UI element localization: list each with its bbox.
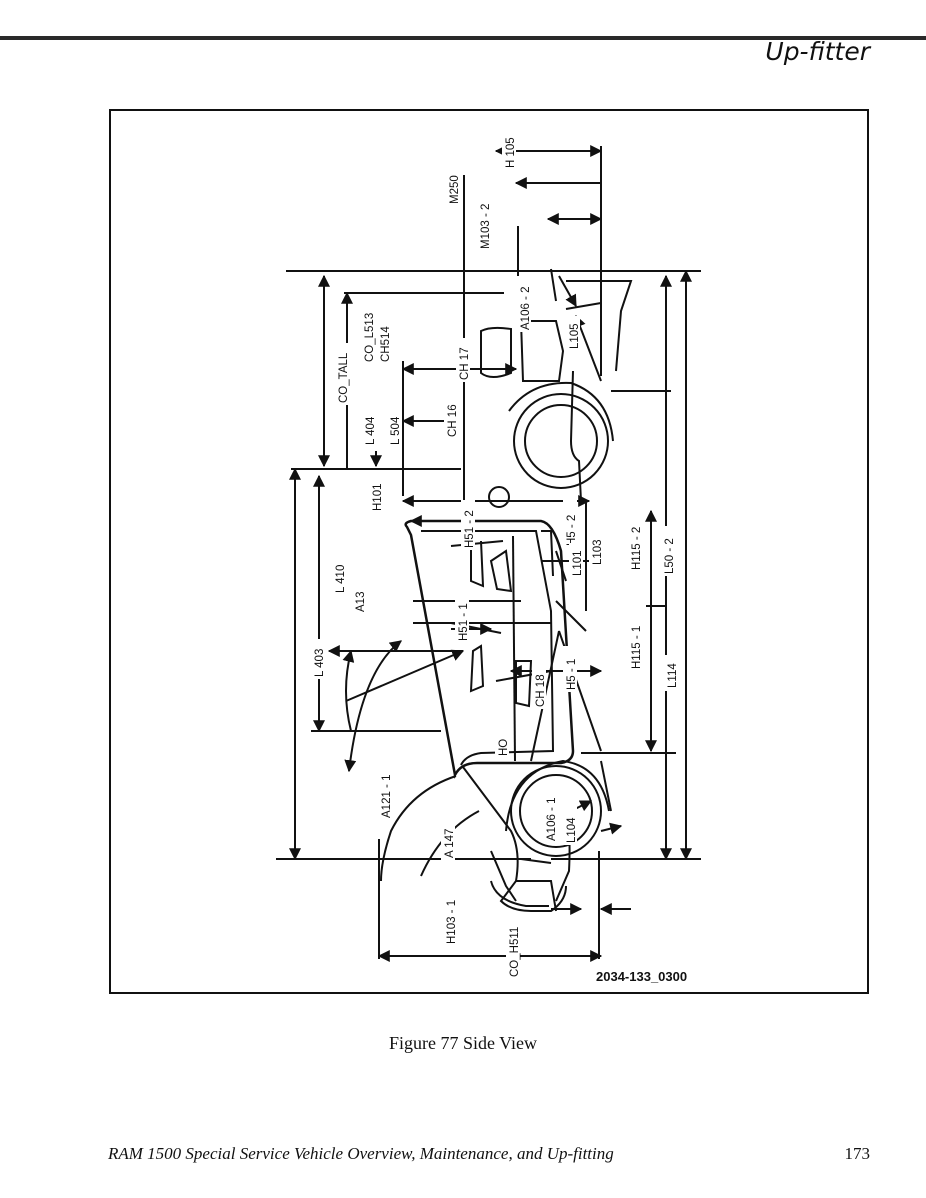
- label-l101: L101: [572, 550, 584, 576]
- header-rule: [0, 36, 926, 40]
- label-l105: L105: [569, 323, 581, 349]
- label-co-h511: CO_H511: [509, 927, 521, 977]
- label-l504: L 504: [390, 416, 402, 445]
- label-h101: H101: [372, 484, 384, 512]
- label-h5-2: H5 - 2: [566, 515, 578, 546]
- label-ch17: CH 17: [459, 347, 471, 380]
- label-h105: H 105: [505, 137, 517, 168]
- label-h5-1: H5 - 1: [566, 659, 578, 690]
- label-h51-2: H51 - 2: [464, 510, 476, 548]
- label-a13: A13: [355, 592, 367, 612]
- label-a106-2: A106 - 2: [520, 287, 532, 330]
- figure-frame: H 105 M250 M103 - 2 A106 - 2 L105 CO_L51…: [109, 109, 869, 994]
- vehicle-side-view-diagram: H 105 M250 M103 - 2 A106 - 2 L105 CO_L51…: [276, 127, 701, 984]
- label-ch514: CH514: [380, 326, 392, 362]
- label-m250: M250: [449, 175, 461, 204]
- figure-id-code: 2034-133_0300: [596, 969, 687, 984]
- label-co-tall: CO_TALL: [338, 352, 350, 403]
- label-ho: HO: [498, 739, 510, 756]
- label-ch16: CH 16: [447, 404, 459, 437]
- dimension-labels: H 105 M250 M103 - 2 A106 - 2 L105 CO_L51…: [311, 127, 679, 979]
- vehicle-outline: [380, 280, 633, 912]
- label-a147: A 147: [444, 829, 456, 858]
- page-number: 173: [844, 1144, 871, 1163]
- label-a121-1: A121 - 1: [381, 775, 393, 818]
- footer-document-title: RAM 1500 Special Service Vehicle Overvie…: [108, 1144, 614, 1163]
- figure-caption: Figure 77 Side View: [388, 1033, 538, 1053]
- label-l410: L 410: [335, 565, 347, 593]
- label-h103-1: H103 - 1: [446, 900, 458, 944]
- label-m103-2: M103 - 2: [480, 204, 492, 249]
- label-h115-2: H115 - 2: [631, 527, 643, 570]
- label-ch18: CH 18: [535, 674, 547, 707]
- section-title: Up-fitter: [765, 37, 870, 66]
- label-l50-2: L50 - 2: [664, 538, 676, 574]
- label-co-l513: CO_L513: [364, 313, 376, 362]
- label-h115-1: H115 - 1: [631, 626, 643, 669]
- label-l104: L104: [566, 817, 578, 843]
- label-h51-1: H51 - 1: [458, 603, 470, 641]
- label-l103: L103: [592, 539, 604, 565]
- label-l114: L114: [667, 663, 679, 688]
- label-l404: L 404: [365, 416, 377, 445]
- front-wheel: [508, 381, 614, 489]
- label-l403: L 403: [314, 649, 326, 677]
- label-a106-1: A106 - 1: [546, 798, 558, 841]
